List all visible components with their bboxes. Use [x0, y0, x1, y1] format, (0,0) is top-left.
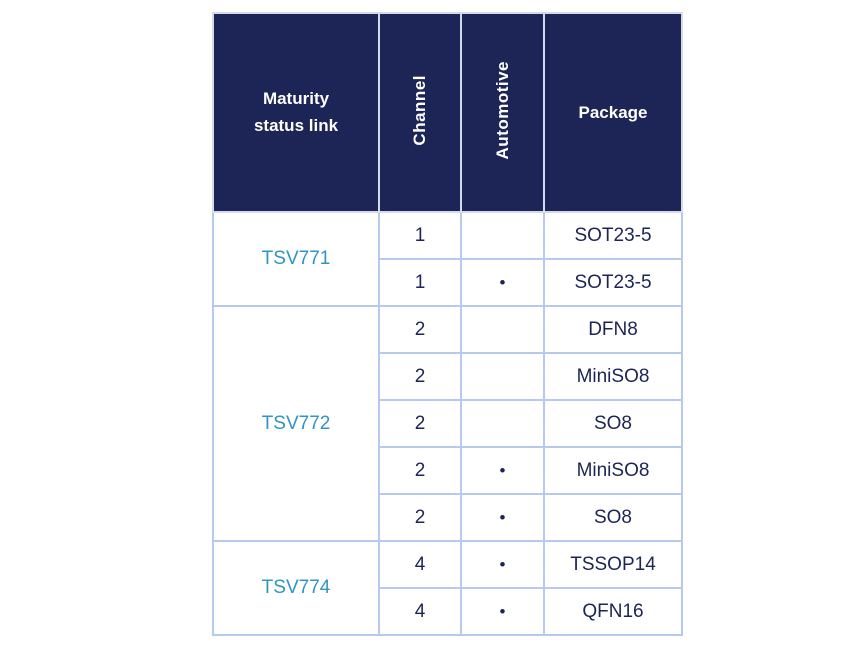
cell-package: SOT23-5 [543, 211, 683, 260]
table-body: TSV771 1 SOT23-5 1 • SOT23-5 TSV772 2 DF… [212, 211, 683, 636]
table-row: 1 • SOT23-5 [213, 258, 683, 307]
header-channel: Channel [378, 12, 462, 213]
table-row: 2 MiniSO8 [213, 352, 683, 401]
table-row: 2 • SO8 [213, 493, 683, 542]
product-cell-tsv774: TSV774 [212, 540, 380, 636]
cell-channel: 2 [378, 352, 462, 401]
header-row: Maturity status link Channel Automotive … [212, 12, 683, 213]
cell-channel: 2 [378, 399, 462, 448]
cell-automotive: • [460, 540, 545, 589]
cell-channel: 1 [378, 211, 462, 260]
cell-package: TSSOP14 [543, 540, 683, 589]
table-header: Maturity status link Channel Automotive … [212, 12, 683, 213]
table-row: 4 • QFN16 [213, 587, 683, 636]
header-channel-label: Channel [410, 74, 429, 146]
cell-automotive [460, 399, 545, 448]
cell-package: SOT23-5 [543, 258, 683, 307]
table-row: TSV774 4 • TSSOP14 [212, 540, 683, 636]
header-automotive: Automotive [460, 12, 545, 213]
product-table: Maturity status link Channel Automotive … [212, 12, 683, 636]
cell-automotive [460, 211, 545, 260]
product-link-tsv771[interactable]: TSV771 [261, 248, 331, 269]
product-link-tsv772[interactable]: TSV772 [261, 412, 331, 434]
cell-channel: 2 [378, 305, 462, 354]
product-cell-tsv771: TSV771 [212, 211, 380, 307]
cell-package: DFN8 [543, 305, 683, 354]
cell-automotive: • [460, 493, 545, 542]
table-row: 2 SO8 [213, 399, 683, 448]
product-link-tsv774[interactable]: TSV774 [261, 577, 331, 598]
header-automotive-label: Automotive [492, 60, 512, 160]
header-maturity-status-link: Maturity status link [212, 12, 380, 213]
cell-package: SO8 [543, 399, 683, 448]
cell-channel: 1 [378, 258, 462, 307]
cell-package: MiniSO8 [543, 352, 683, 401]
header-maturity-status-link-label: Maturity status link [253, 89, 339, 135]
table-row: 2 • MiniSO8 [213, 446, 683, 495]
cell-channel: 2 [378, 493, 462, 542]
cell-channel: 4 [378, 540, 462, 589]
table-row: TSV771 1 SOT23-5 [212, 211, 683, 307]
cell-channel: 2 [378, 446, 462, 495]
header-package: Package [543, 12, 683, 213]
cell-automotive [460, 305, 545, 354]
cell-automotive: • [460, 587, 545, 636]
cell-automotive [460, 352, 545, 401]
cell-package: SO8 [543, 493, 683, 542]
header-package-label: Package [578, 102, 648, 122]
table-row: TSV772 2 DFN8 [212, 305, 683, 542]
cell-automotive: • [460, 446, 545, 495]
product-cell-tsv772: TSV772 [212, 305, 380, 542]
cell-package: MiniSO8 [543, 446, 683, 495]
cell-package: QFN16 [543, 587, 683, 636]
cell-automotive: • [460, 258, 545, 307]
cell-channel: 4 [378, 587, 462, 636]
